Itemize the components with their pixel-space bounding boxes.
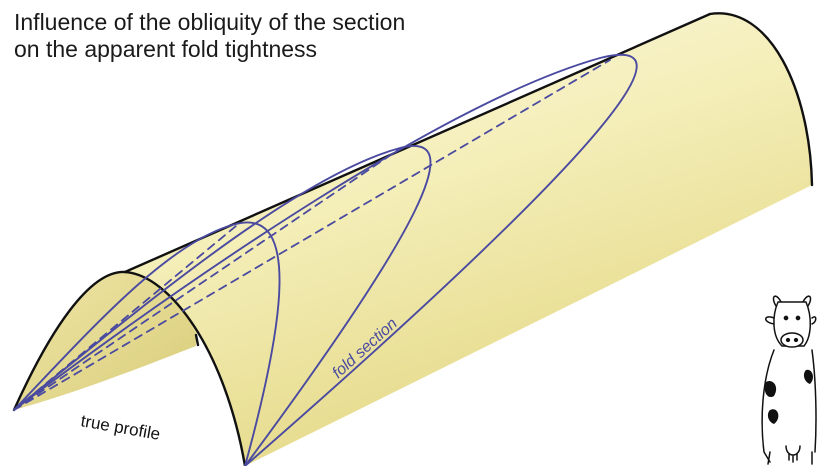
fold-outer-surface (14, 13, 812, 466)
section-trace-3 (13, 53, 638, 466)
section-trace-1 (13, 221, 281, 466)
hidden-trace-2 (13, 149, 399, 411)
far-profile-curve (708, 12, 814, 187)
inner-edge-line (194, 333, 200, 347)
true-profile-label: true profile (79, 411, 161, 444)
diagram-title-line-1: Influence of the obliquity of the sectio… (14, 9, 405, 35)
diagram-title-line-2: on the apparent fold tightness (14, 36, 317, 62)
hidden-trace-3 (13, 59, 611, 411)
fold-section-traces (13, 53, 638, 466)
cow-mascot-icon (761, 295, 817, 465)
section-trace-2 (13, 145, 432, 466)
